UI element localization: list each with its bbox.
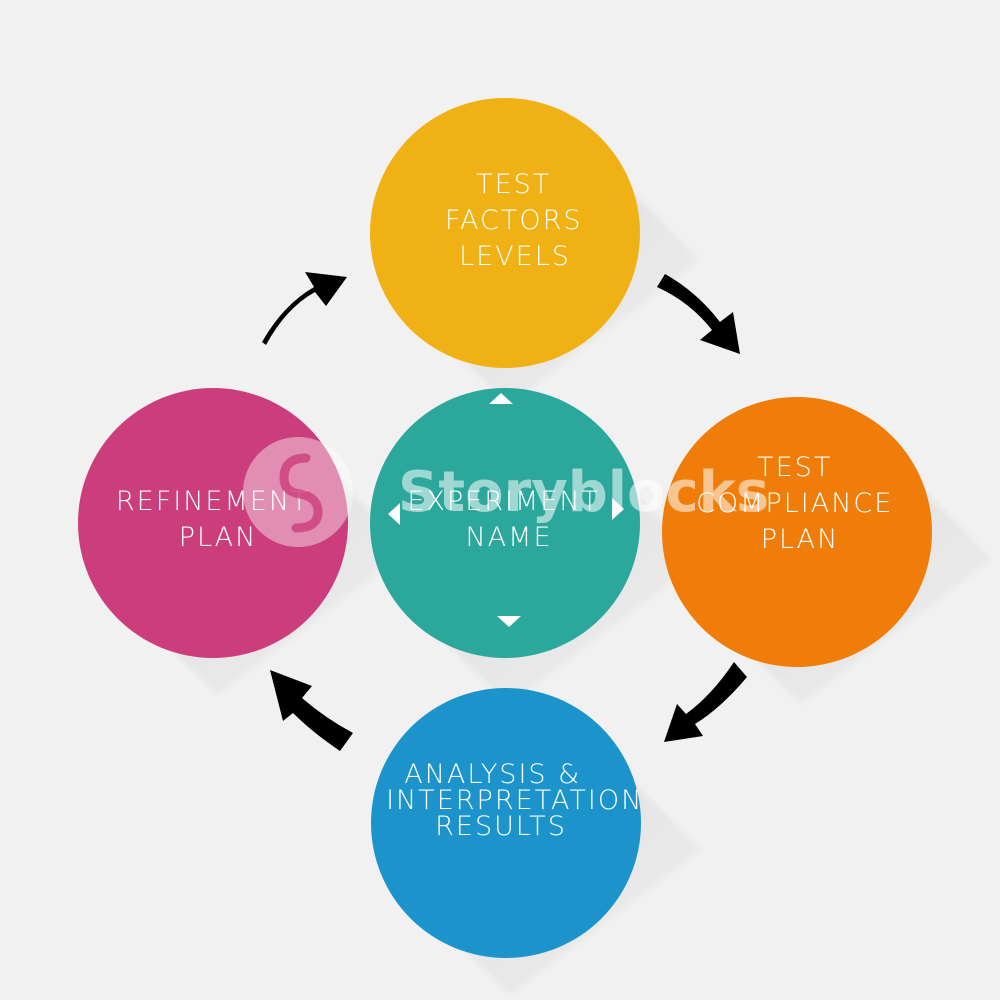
node-right-line: TEST (757, 452, 832, 483)
node-bottom-line: ANALYSIS & (404, 759, 581, 790)
node-left-label: REFINEMENT PLAN (116, 486, 320, 553)
node-top-circle (370, 98, 640, 368)
arrow-bottom-to-left (270, 670, 353, 751)
node-right-line: PLAN (761, 524, 840, 555)
node-top-label: TEST FACTORS LEVELS (445, 169, 593, 272)
triangle-up-icon (489, 393, 513, 404)
arrow-left-to-top (262, 272, 347, 345)
node-left-line: PLAN (179, 522, 258, 553)
node-bottom-line: INTERPRETATION (386, 785, 643, 816)
node-top-line: LEVELS (459, 241, 571, 272)
watermark-text: Storyblocks (398, 460, 769, 525)
triangle-down-icon (497, 616, 521, 627)
node-left-circle (78, 388, 348, 658)
node-right-label: TEST COMPLIANCE PLAN (696, 452, 904, 555)
storyblocks-logo-mark (279, 453, 323, 533)
triangle-left-icon (388, 503, 400, 525)
node-left-line: REFINEMENT (116, 486, 310, 517)
triangle-right-icon (612, 498, 624, 520)
node-center-line: EXPERIMENT (407, 486, 600, 517)
arrow-right-to-bottom (664, 662, 747, 742)
node-right-line: COMPLIANCE (696, 488, 893, 519)
flow-arrows (262, 272, 747, 751)
node-center-line: NAME (465, 522, 552, 553)
node-bottom-circle (371, 688, 641, 958)
node-top-line: TEST (476, 169, 551, 200)
watermark: Storyblocks (243, 437, 769, 547)
node-bottom-label: ANALYSIS & INTERPRETATION RESULTS (386, 759, 654, 842)
center-markers (388, 393, 624, 627)
node-right-circle (662, 397, 932, 667)
arrow-top-to-right (657, 274, 740, 354)
node-bottom-line: RESULTS (435, 811, 567, 842)
node-center-circle (370, 388, 640, 658)
node-top-line: FACTORS (445, 205, 583, 236)
node-center-label: EXPERIMENT NAME (407, 486, 610, 553)
